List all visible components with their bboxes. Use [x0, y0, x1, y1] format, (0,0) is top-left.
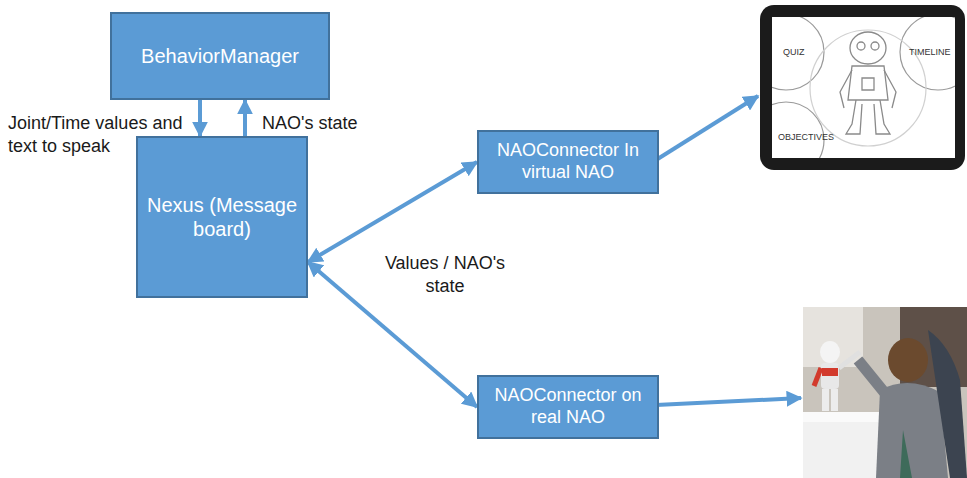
edge-label: NAO's state — [262, 112, 392, 135]
connector-arrow — [243, 100, 247, 136]
output-arrow — [656, 398, 801, 405]
tab-label: TIMELINE — [909, 47, 955, 58]
output-arrow — [656, 96, 758, 160]
connector-arrow — [308, 162, 477, 262]
tab-label: OBJECTIVES — [778, 132, 838, 143]
process-box: Nexus (Message board) — [136, 136, 308, 298]
tablet-illustration — [748, 5, 967, 178]
box-label: NAOConnector In virtual NAO — [479, 136, 657, 187]
edge-label: Joint/Time values and text to speak — [8, 112, 190, 157]
photo-illustration — [803, 307, 967, 478]
box-label: NAOConnector on real NAO — [479, 381, 657, 432]
box-label: BehaviorManager — [133, 40, 307, 72]
tab-label: QUIZ — [783, 47, 823, 58]
process-box: BehaviorManager — [110, 12, 330, 100]
connection-label: Values / NAO's state — [370, 252, 520, 297]
process-box: NAOConnector In virtual NAO — [477, 130, 659, 194]
box-label: Nexus (Message board) — [138, 189, 306, 245]
process-box: NAOConnector on real NAO — [477, 375, 659, 439]
connector-arrow — [198, 100, 202, 136]
